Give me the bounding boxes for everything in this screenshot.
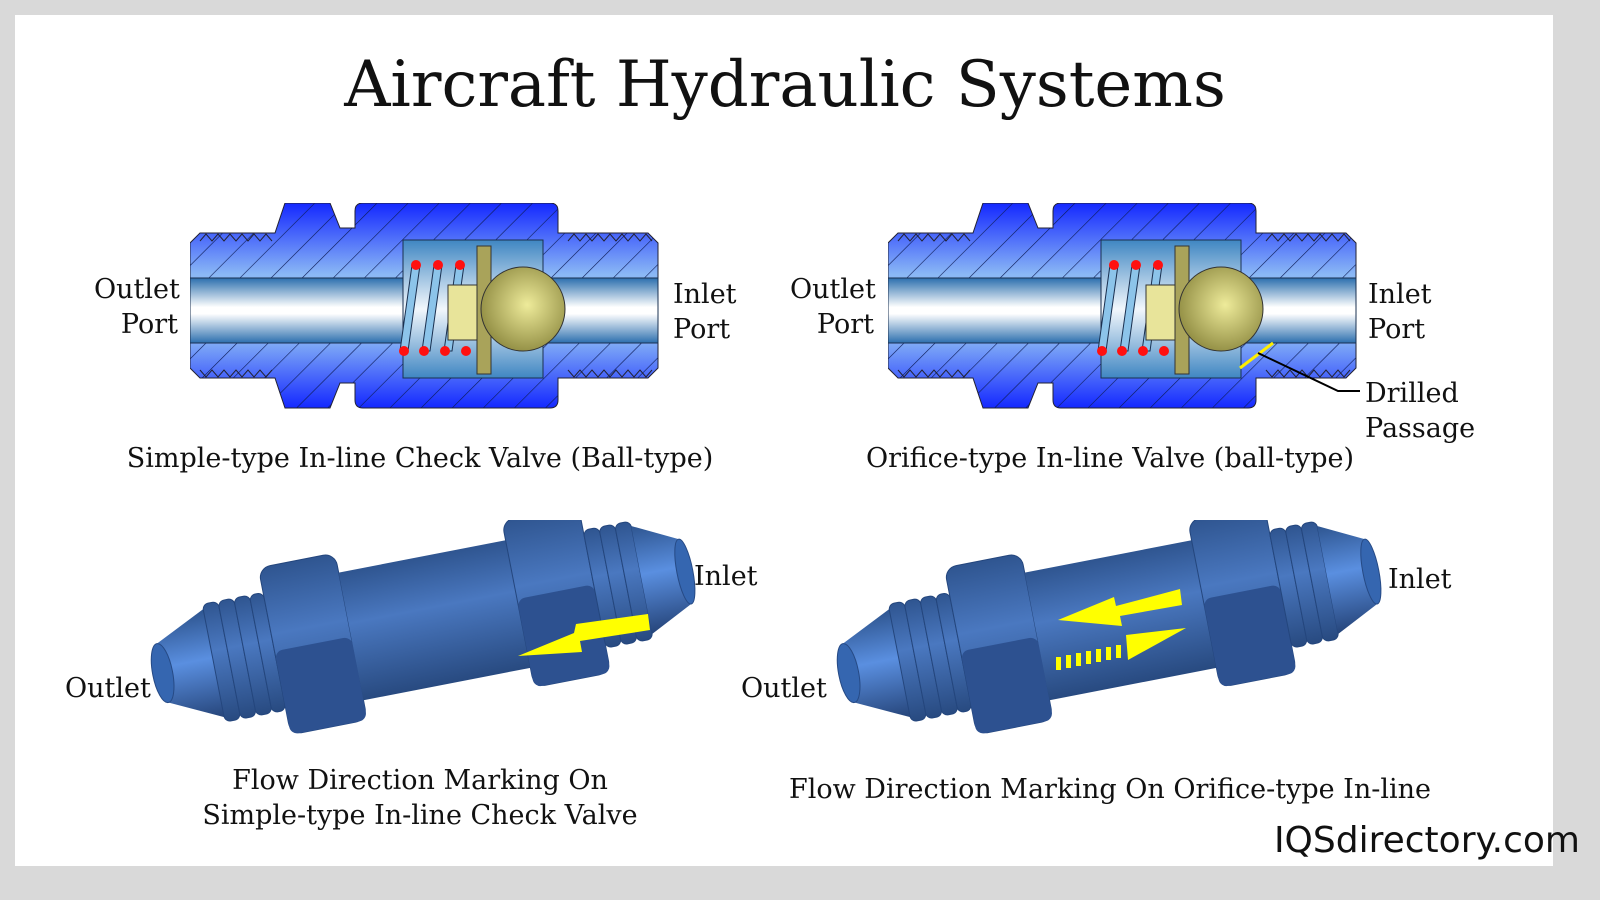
- simple-3d-caption: Flow Direction Marking On Simple-type In-…: [150, 763, 690, 833]
- diagram-panel: [15, 15, 1553, 866]
- outlet-label-line2: Port: [816, 309, 874, 340]
- orifice-section-caption: Orifice-type In-line Valve (ball-type): [865, 443, 1355, 474]
- flow-arrow-left: [1058, 589, 1182, 626]
- inlet-label: Inlet: [694, 561, 758, 592]
- inlet-label-line2: Port: [1368, 314, 1426, 345]
- inlet-label-line2: Port: [673, 314, 731, 345]
- orifice-valve-cross-section: [888, 203, 1360, 409]
- page-title: Aircraft Hydraulic Systems: [344, 48, 1226, 122]
- orifice-3d-caption: Flow Direction Marking On Orifice-type I…: [788, 774, 1431, 805]
- simple-valve-3d: [150, 520, 710, 750]
- outlet-label-line1: Outlet: [94, 274, 180, 305]
- outlet-label: Outlet: [65, 673, 151, 704]
- outlet-label: Outlet: [741, 673, 827, 704]
- brand-watermark: IQSdirectory.com: [1273, 820, 1580, 861]
- caption-line1: Flow Direction Marking On: [232, 765, 608, 796]
- inlet-label-line1: Inlet: [673, 279, 737, 310]
- inlet-label: Inlet: [1388, 564, 1452, 595]
- outlet-label-line1: Outlet: [790, 274, 876, 305]
- outlet-label-line2: Port: [120, 309, 178, 340]
- drilled-passage: [1239, 341, 1274, 370]
- orifice-valve-3d: [836, 520, 1396, 750]
- flow-arrow-right-dashed: [1126, 628, 1186, 660]
- callout-line2: Passage: [1365, 413, 1476, 444]
- caption-line2: Simple-type In-line Check Valve: [202, 800, 638, 831]
- drilled-passage-leader: [1257, 352, 1360, 392]
- dashed-flow-marks: [1056, 645, 1121, 670]
- inlet-label-line1: Inlet: [1368, 279, 1432, 310]
- simple-check-valve-cross-section: [190, 203, 659, 409]
- callout-line1: Drilled: [1365, 378, 1459, 409]
- simple-section-caption: Simple-type In-line Check Valve (Ball-ty…: [126, 443, 714, 474]
- flow-arrow-left: [518, 614, 650, 656]
